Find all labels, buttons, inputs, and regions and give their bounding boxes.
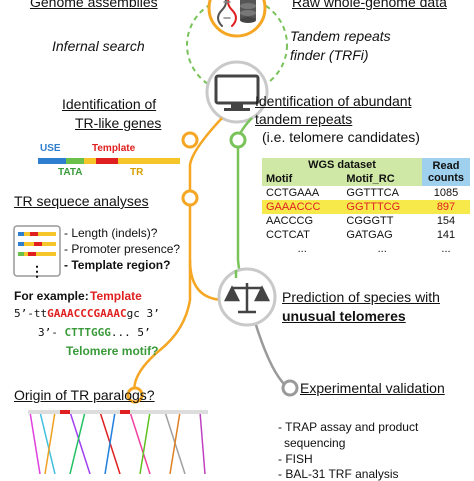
trf-label-line2: finder (TRFi) — [290, 47, 369, 63]
table-cell: GAAACCC — [266, 201, 321, 213]
table-cell: CCTGAAA — [266, 187, 320, 199]
repeats-identification-line2: tandem repeats — [255, 111, 353, 127]
experimental-item-2: sequencing — [284, 436, 346, 450]
table-row: CCTCAT GATGAG 141 — [262, 228, 470, 242]
origin-node — [126, 386, 144, 404]
table-row: ... ... ... — [262, 242, 470, 256]
vertical-ellipsis: ⋮ — [30, 263, 44, 279]
experimental-item-3: - FISH — [278, 452, 313, 466]
tata-label: TATA — [58, 167, 83, 178]
template-gene-label: Template — [92, 143, 136, 154]
seq-template-red: GAAACCCGAAAC — [47, 307, 127, 320]
table-cell: ... — [297, 243, 307, 255]
tr-gene-label: TR — [130, 167, 144, 178]
prediction-line2: unusual telomeres — [282, 308, 406, 324]
tr-identification-line1: Identification of — [62, 96, 157, 112]
question-promoter: - Promoter presence? — [64, 242, 181, 256]
repeats-identification-line3: (i.e. telomere candidates) — [262, 129, 420, 145]
use-label: USE — [40, 143, 61, 154]
genome-assemblies-label: Genome assemblies — [30, 0, 158, 10]
wgs-table: WGS dataset Read counts Motif Motif_RC C… — [262, 158, 470, 256]
tr-node — [181, 131, 199, 149]
gene-diagram — [38, 158, 180, 164]
example-label: For example: — [14, 289, 89, 303]
repeats-identification-line1: Identification of abundant — [255, 93, 412, 109]
experimental-node — [281, 379, 299, 397]
paralog-alignment — [28, 410, 208, 474]
telomere-motif-label: Telomere motif? — [66, 344, 159, 358]
wgs-table-title: WGS dataset — [262, 158, 422, 172]
raw-wgs-label: Raw whole-genome data — [292, 0, 447, 10]
sequence-5-3: 5’-ttGAAACCCGAAACgc 3’ — [14, 307, 160, 320]
example-template-label: Template — [90, 289, 142, 303]
table-cell: ... — [377, 243, 387, 255]
sequence-3-5: 3’- CTTTGGG... 5’ — [38, 326, 151, 339]
orange-path-lower — [133, 260, 192, 396]
table-cell: 154 — [436, 215, 456, 227]
seq-suffix: gc 3’ — [126, 307, 160, 320]
table-cell: 1085 — [433, 187, 459, 199]
table-row: CCTGAAA GGTTTCA 1085 — [262, 186, 470, 200]
dna-icon — [217, 0, 237, 27]
table-cell: ... — [441, 243, 451, 255]
repeats-node — [229, 131, 247, 149]
infernal-search-label: Infernal search — [52, 38, 145, 54]
table-cell: CCTCAT — [266, 229, 310, 241]
table-cell: GATGAG — [346, 229, 393, 241]
table-row: AACCCG CGGGTT 154 — [262, 214, 470, 228]
experimental-item-1: - TRAP assay and product — [278, 420, 419, 434]
analysis-title: TR sequece analyses — [14, 193, 149, 209]
table-cell: 141 — [436, 229, 456, 241]
origin-label: Origin of TR paralogs? — [14, 387, 155, 403]
table-cell: GGTTTCG — [346, 201, 401, 213]
table-cell: GGTTTCA — [346, 187, 399, 199]
wgs-header-motif-rc: Motif_RC — [342, 172, 422, 186]
balance-scale-icon — [223, 283, 271, 314]
seq2-green: CTTTGGG — [64, 326, 111, 339]
grey-path — [253, 321, 286, 386]
sequence-bars — [13, 225, 61, 277]
experimental-title: Experimental validation — [300, 380, 445, 396]
monitor-icon — [214, 74, 260, 111]
table-cell: AACCCG — [266, 215, 314, 227]
trf-label-line1: Tandem repeats — [290, 28, 391, 44]
seq2-suffix: ... 5’ — [110, 326, 151, 339]
analysis-node — [181, 189, 199, 207]
question-length: - Length (indels)? — [64, 226, 158, 240]
question-template: - Template region? — [64, 258, 171, 272]
table-cell: 897 — [436, 201, 456, 213]
experimental-item-4: - BAL-31 TRF analysis — [278, 467, 399, 481]
seq-prefix: 5’-tt — [14, 307, 48, 320]
prediction-line1: Prediction of species with — [282, 289, 440, 305]
wgs-header-motif: Motif — [262, 172, 343, 186]
wgs-header-reads: Read counts — [422, 158, 470, 186]
table-cell: CGGGTT — [346, 215, 394, 227]
database-icon — [240, 0, 256, 23]
table-row: GAAACCC GGTTTCG 897 — [262, 200, 470, 214]
tr-identification-line2: TR-like genes — [75, 115, 162, 131]
seq2-prefix: 3’- — [38, 326, 65, 339]
